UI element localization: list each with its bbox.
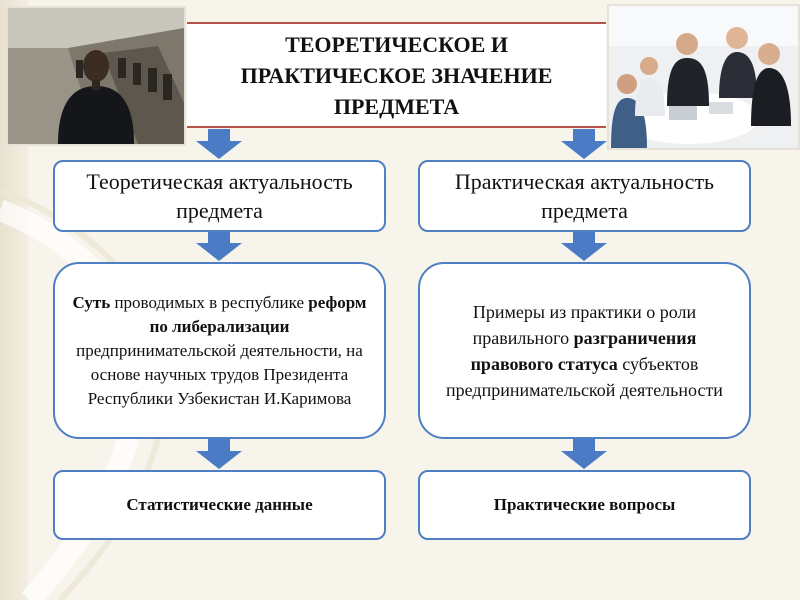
practical-questions-label: Практические вопросы xyxy=(493,495,676,514)
arrow-down-icon xyxy=(196,129,242,159)
statistics-box: Статистические данные xyxy=(53,470,386,540)
arrow-down-icon xyxy=(196,231,242,261)
detail-bold-legal-status: разграничения правового статуса xyxy=(470,327,697,374)
theoretical-detail-box: Суть проводимых в республике реформ по л… xyxy=(53,262,386,439)
arrow-down-icon xyxy=(196,439,242,469)
arrow-down-icon xyxy=(561,439,607,469)
practical-detail-text: Примеры из практики о роли правильного р… xyxy=(446,301,723,400)
theoretical-relevance-label: Теоретическая актуальность предмета xyxy=(86,169,353,223)
practical-relevance-label: Практическая актуальность предмета xyxy=(454,169,715,223)
detail-bold-reforms: реформ по либерализации xyxy=(149,292,367,336)
theoretical-relevance-box: Теоретическая актуальность предмета xyxy=(53,160,386,232)
arrow-down-icon xyxy=(561,231,607,261)
title-box: ТЕОРЕТИЧЕСКОЕ И ПРАКТИЧЕСКОЕ ЗНАЧЕНИЕ ПР… xyxy=(187,22,606,128)
practical-relevance-box: Практическая актуальность предмета xyxy=(418,160,751,232)
practical-detail-box: Примеры из практики о роли правильного р… xyxy=(418,262,751,439)
business-team-photo xyxy=(607,4,800,150)
page-title: ТЕОРЕТИЧЕСКОЕ И ПРАКТИЧЕСКОЕ ЗНАЧЕНИЕ ПР… xyxy=(240,31,553,119)
practical-questions-box: Практические вопросы xyxy=(418,470,751,540)
meeting-room-photo xyxy=(6,6,186,146)
theoretical-detail-text: Суть проводимых в республике реформ по л… xyxy=(72,292,367,408)
arrow-down-icon xyxy=(561,129,607,159)
statistics-label: Статистические данные xyxy=(126,495,313,514)
detail-bold-essence: Суть xyxy=(72,292,111,312)
